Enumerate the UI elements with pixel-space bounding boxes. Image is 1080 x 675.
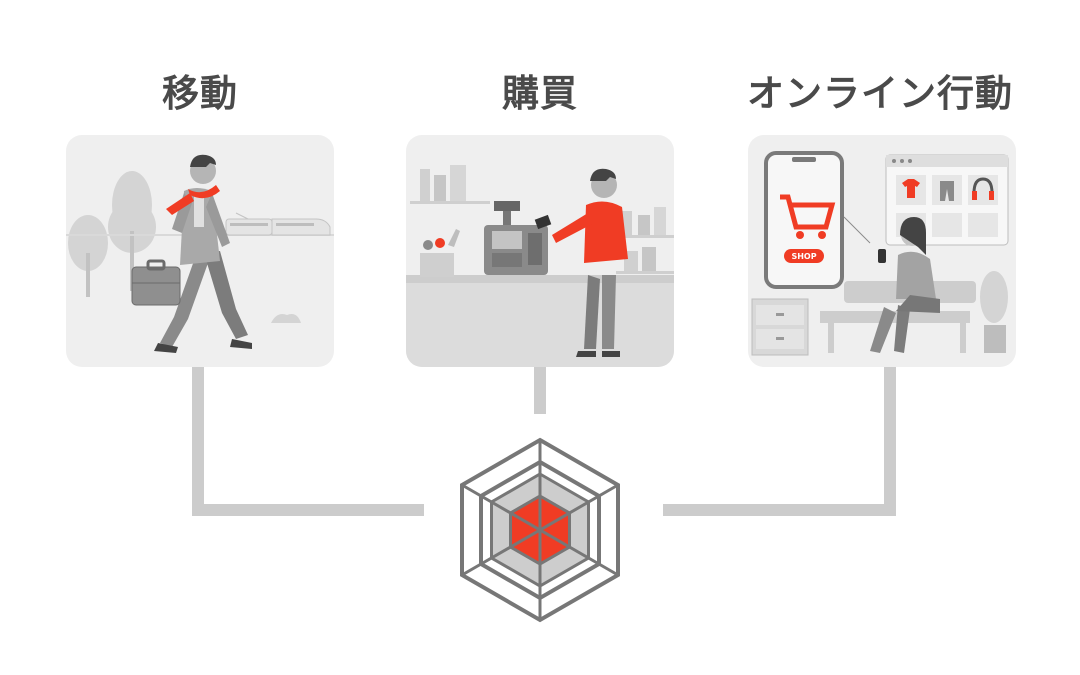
online-illustration: SHOP — [748, 135, 1016, 367]
customer-icon — [534, 168, 628, 357]
smartphone-icon: SHOP — [764, 151, 844, 289]
shop-button-label: SHOP — [791, 252, 816, 261]
radar-spokes — [461, 440, 619, 620]
hexagon-radar-icon — [460, 437, 620, 623]
heading-movement: 移動 — [162, 72, 238, 115]
train-icon — [225, 212, 331, 236]
tree-icon — [68, 171, 156, 297]
browser-window-icon — [885, 154, 1009, 246]
purchase-illustration — [406, 135, 674, 367]
shop-button-shape — [784, 249, 824, 263]
heading-online: オンライン行動 — [747, 72, 1013, 115]
walking-man-icon — [131, 154, 252, 353]
connector-movement — [192, 367, 424, 516]
drawer-icon — [751, 298, 809, 356]
shopping-cart-icon — [780, 194, 836, 230]
heading-purchase: 購買 — [502, 72, 578, 115]
connector-online — [663, 367, 896, 516]
potted-plant-icon — [980, 271, 1008, 353]
movement-illustration — [66, 135, 334, 367]
cash-register-icon — [484, 201, 548, 275]
woman-with-phone-icon — [870, 217, 940, 353]
